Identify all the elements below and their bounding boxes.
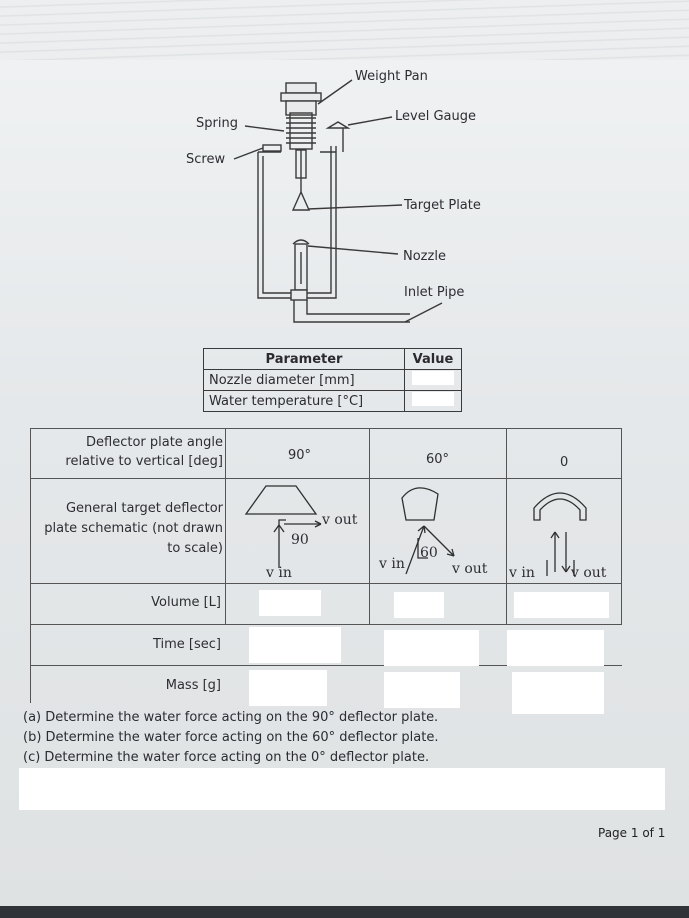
param-header-value: Value	[404, 348, 462, 370]
redacted-box	[19, 768, 665, 810]
volume-row-label: Volume [L]	[151, 595, 221, 610]
param-nozzle-diameter: Nozzle diameter [mm]	[203, 369, 405, 391]
volume-90-field[interactable]	[259, 590, 321, 616]
desk-background	[0, 906, 689, 918]
mass-60-field[interactable]	[384, 672, 460, 708]
question-c: (c) Determine the water force acting on …	[23, 750, 430, 765]
param-header-parameter: Parameter	[203, 348, 405, 370]
deflector-schematics	[244, 485, 587, 576]
schematic-0-v-in: v in	[509, 565, 535, 581]
time-90-field[interactable]	[249, 627, 341, 663]
parameter-table: Parameter Value Nozzle diameter [mm] Wat…	[203, 348, 462, 412]
mass-row-label: Mass [g]	[165, 678, 221, 693]
schematic-60-v-in: v in	[379, 556, 405, 572]
time-0-field[interactable]	[507, 630, 604, 666]
schematic-row-label: General target deflector plate schematic…	[44, 501, 223, 556]
angle-0: 0	[560, 455, 569, 470]
page-number: Page 1 of 1	[598, 826, 666, 840]
label-spring: Spring	[196, 116, 238, 131]
label-nozzle: Nozzle	[403, 249, 446, 264]
schematic-60-angle: 60	[420, 545, 438, 561]
page-stack-edges	[0, 0, 689, 60]
schematic-90-v-out: v out	[322, 512, 358, 528]
schematic-90-v-in: v in	[266, 565, 292, 581]
param-water-temperature-value[interactable]	[404, 390, 462, 412]
param-nozzle-diameter-value[interactable]	[404, 369, 462, 391]
question-b: (b) Determine the water force acting on …	[23, 730, 439, 745]
deflector-data-table: Deflector plate angle relative to vertic…	[30, 428, 622, 714]
angle-90: 90°	[288, 448, 312, 463]
angle-60: 60°	[426, 452, 450, 467]
question-a: (a) Determine the water force acting on …	[23, 710, 439, 725]
schematic-60-v-out: v out	[452, 561, 488, 577]
label-target-plate: Target Plate	[404, 198, 481, 213]
volume-60-field[interactable]	[394, 592, 444, 618]
schematic-0-v-out: v out	[571, 565, 607, 581]
mass-90-field[interactable]	[249, 670, 327, 706]
volume-0-field[interactable]	[514, 592, 609, 618]
apparatus-diagram	[233, 79, 443, 323]
angle-row-label: Deflector plate angle relative to vertic…	[65, 435, 223, 469]
time-row-label: Time [sec]	[152, 637, 221, 652]
label-level-gauge: Level Gauge	[395, 109, 476, 124]
label-screw: Screw	[186, 152, 226, 167]
label-inlet-pipe: Inlet Pipe	[404, 285, 465, 300]
time-60-field[interactable]	[384, 630, 479, 666]
mass-0-field[interactable]	[512, 672, 604, 714]
label-weight-pan: Weight Pan	[355, 69, 428, 84]
schematic-90-angle: 90	[291, 532, 309, 548]
param-water-temperature: Water temperature [°C]	[203, 390, 405, 412]
